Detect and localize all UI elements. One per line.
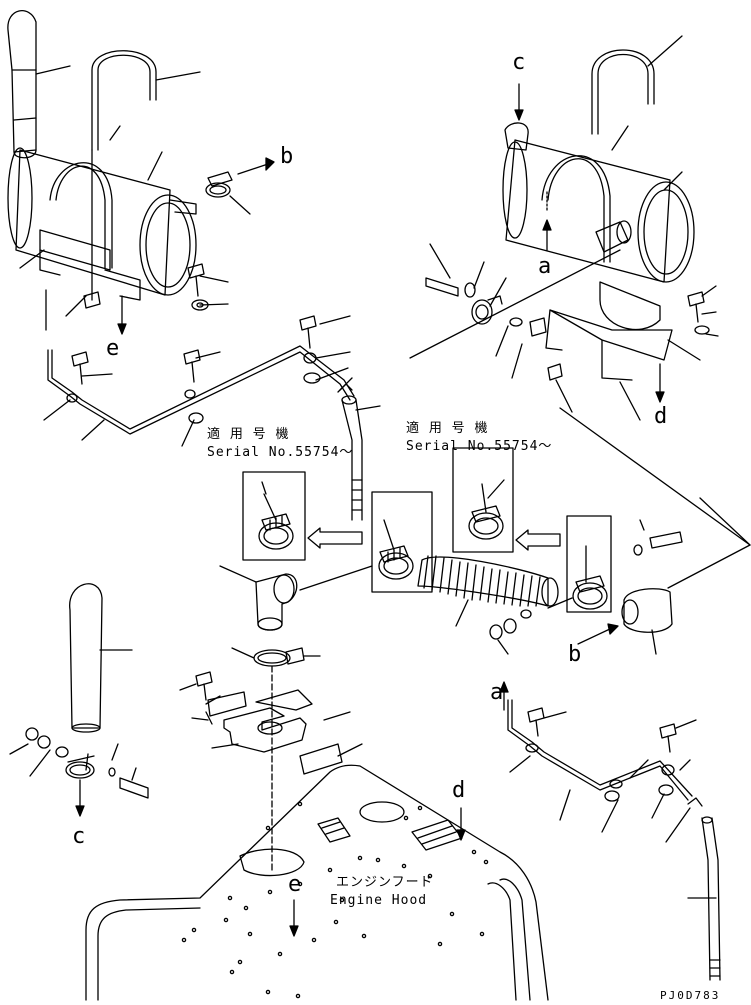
exhaust-pipe-bottom: [70, 584, 132, 732]
callout-d-lower: d: [452, 778, 466, 803]
bolts-top-right: [426, 278, 709, 380]
hood-parts: [180, 648, 362, 774]
tube-assembly-bottom-right: [508, 700, 720, 980]
drawing-code: PJ0D783: [660, 989, 721, 1002]
applicable-models-left: 適 用 号 機: [207, 427, 290, 442]
callout-e-left: e: [106, 336, 120, 361]
bracket-top-right: [546, 282, 672, 380]
clamp-box-3: [453, 448, 513, 552]
callout-c-lower: c: [72, 824, 86, 849]
callout-a-lower: a: [490, 680, 504, 705]
callout-a-right: a: [538, 254, 552, 279]
elbow-pipe: [220, 566, 372, 630]
exhaust-pipe-top-left: [8, 11, 36, 158]
callout-e-lower: e: [288, 872, 302, 897]
muffler-top-left: [8, 148, 196, 295]
callout-d-right: d: [654, 404, 668, 429]
leader-lines-bottom-right: [500, 682, 716, 898]
callout-b-top: b: [280, 144, 294, 169]
serial-number-left: Serial No.55754～: [207, 445, 354, 460]
serial-number-right: Serial No.55754～: [406, 439, 553, 454]
callout-c-top: c: [512, 50, 526, 75]
leader-lines-middle: [262, 480, 504, 498]
fasteners-middle: [490, 520, 682, 654]
bracket-top-left: [40, 230, 140, 300]
leader-lines-top-right: [430, 36, 718, 420]
tube-assembly-top-left: [48, 346, 354, 434]
u-bolt-top-right: [542, 50, 654, 262]
divider-line: [410, 250, 750, 588]
engine-hood: [86, 765, 548, 1000]
applicable-models-right: 適 用 号 機: [406, 421, 489, 436]
leader-lines-top-left: [20, 66, 380, 446]
muffler-top-right: [503, 123, 694, 282]
clamp-bottom-left: [10, 728, 148, 816]
clamp-b-top: [206, 172, 232, 197]
hose-top-left: [342, 396, 362, 520]
replace-arrows: [308, 528, 560, 550]
u-bolt-top-left: [50, 51, 156, 268]
clamp-box-1: [243, 472, 305, 560]
engine-hood-label-en: Engine Hood: [330, 893, 428, 908]
flex-hose: [418, 556, 558, 626]
callout-b-mid: b: [568, 642, 582, 667]
adapter-b: [578, 589, 672, 654]
bolts-top-left: [72, 264, 316, 384]
arrows-top-left: [118, 158, 274, 334]
engine-hood-label-jp: エンジンフード: [336, 875, 434, 890]
clamp-box-2: [372, 492, 432, 592]
clamp-box-4: [548, 516, 611, 612]
hood-arrows: [290, 808, 465, 936]
arrows-top-right: [515, 84, 664, 402]
